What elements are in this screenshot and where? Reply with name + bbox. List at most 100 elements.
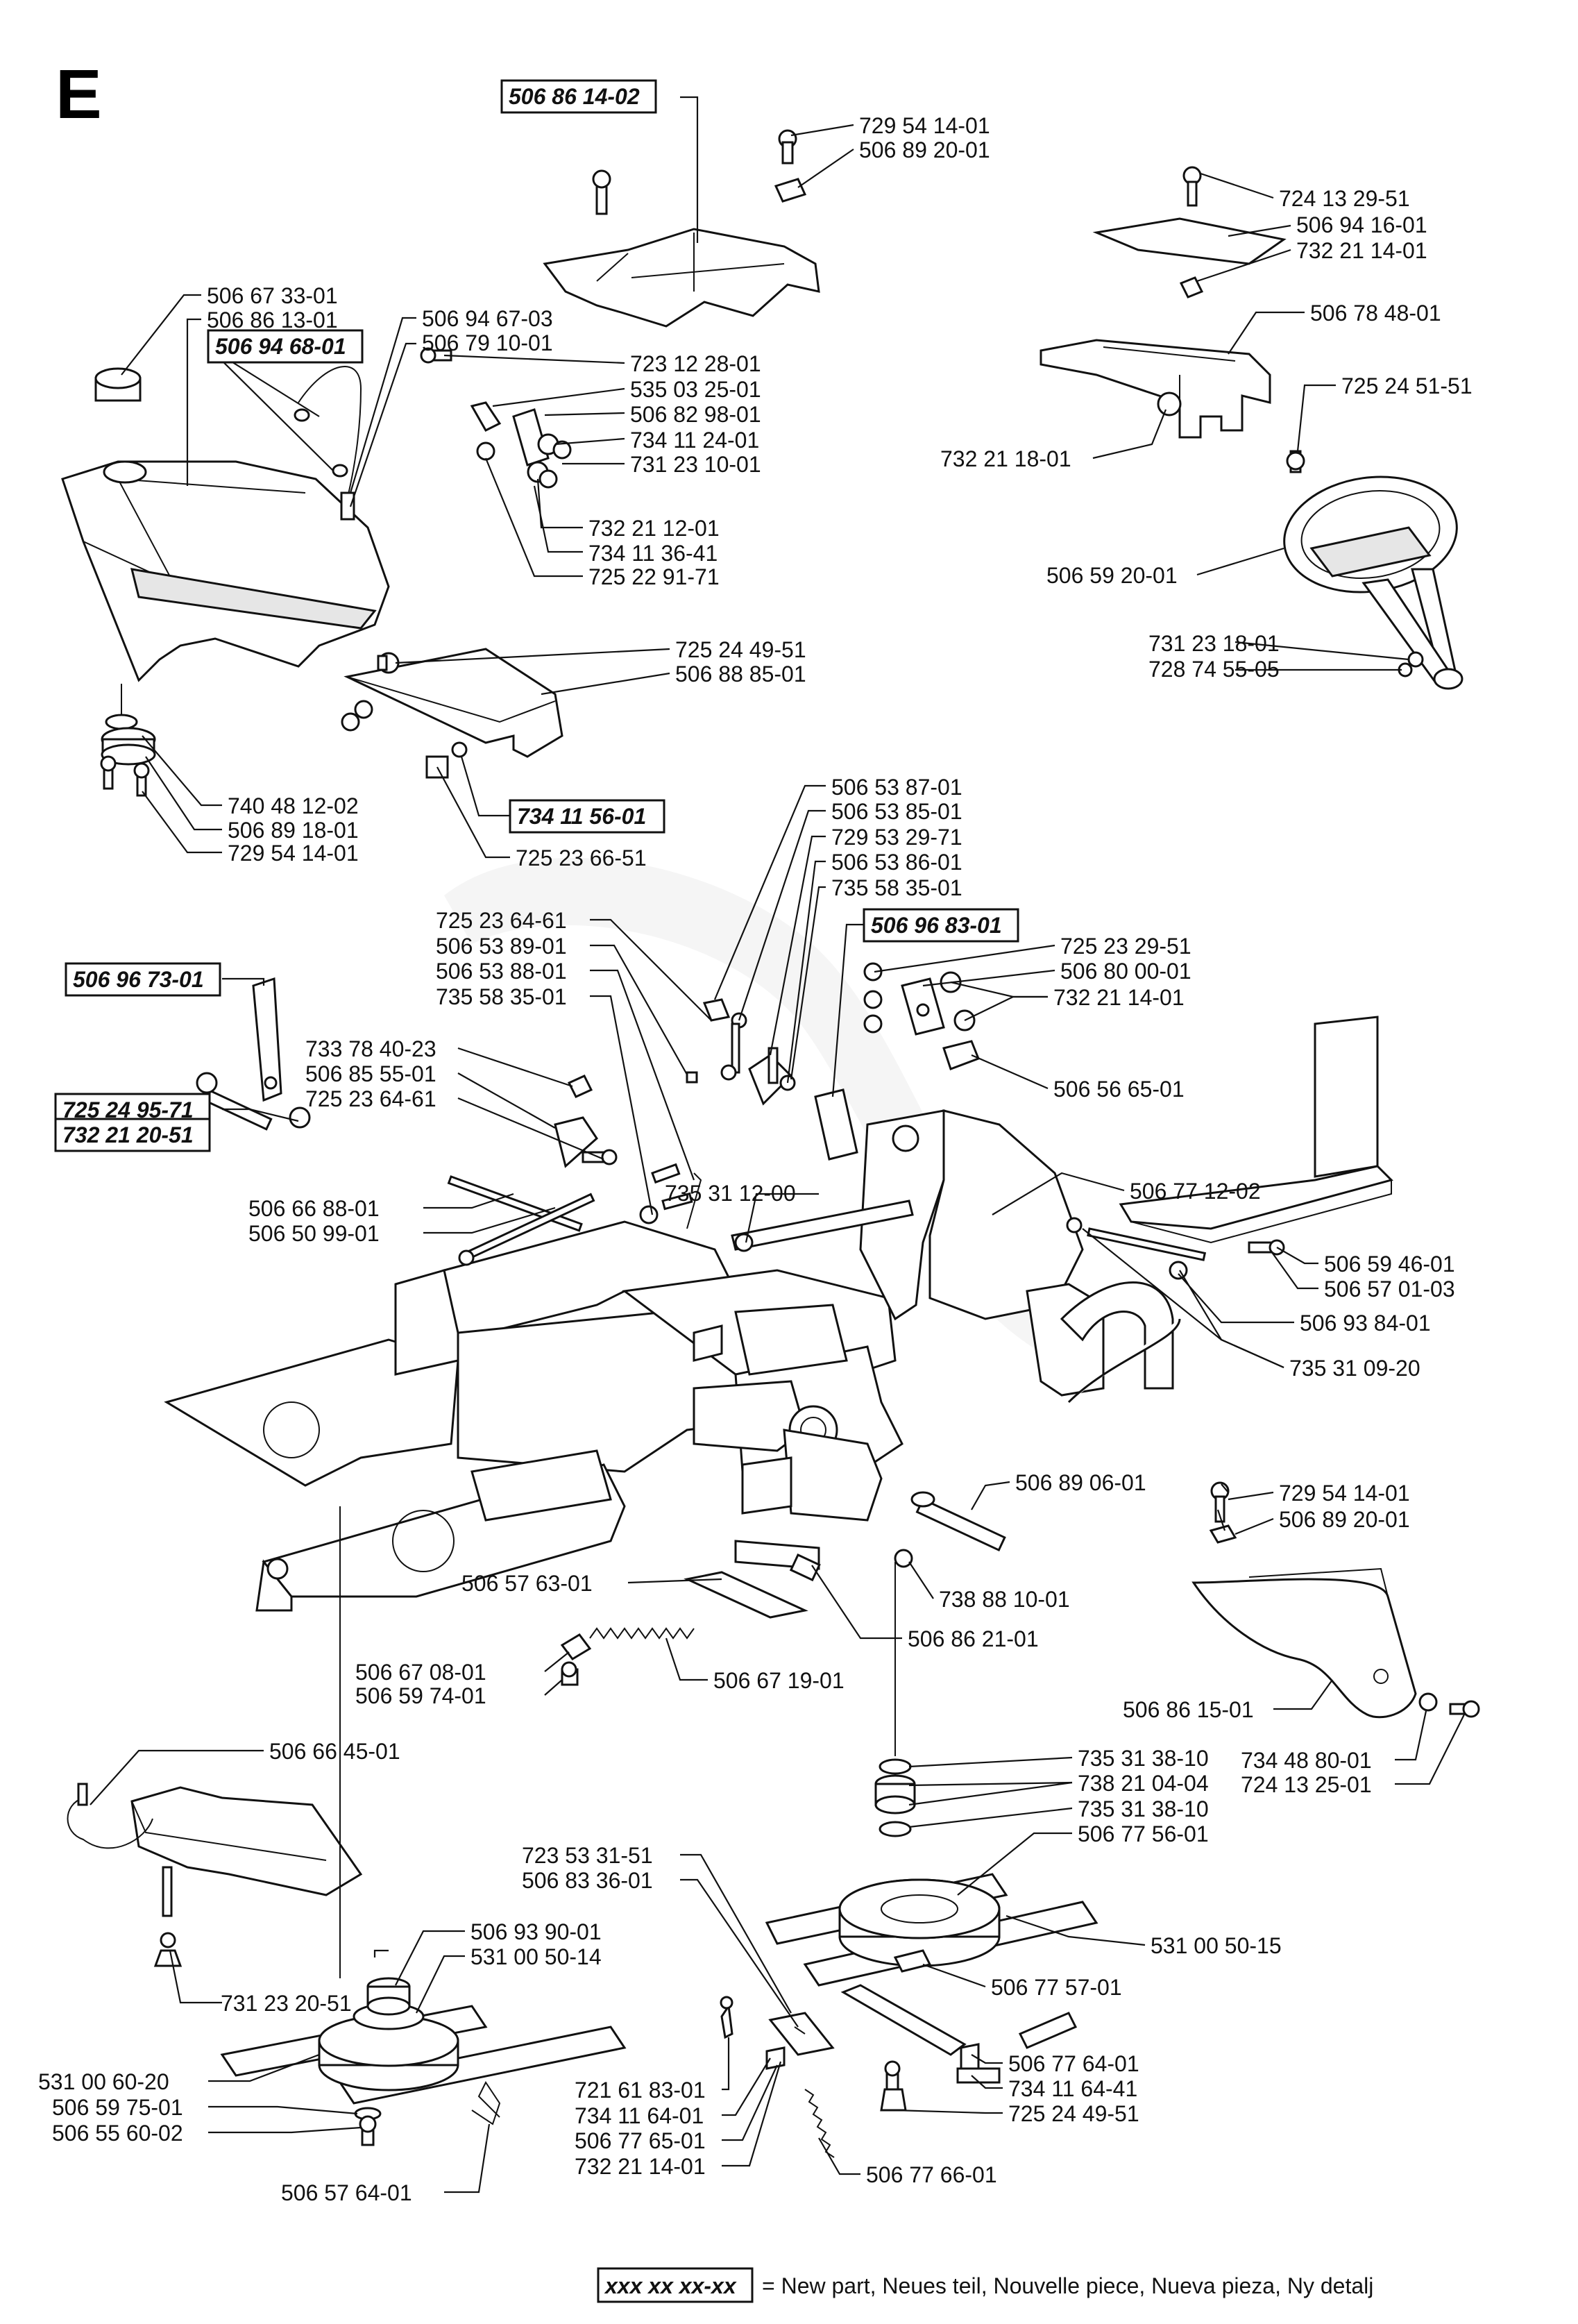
part-number-text: 506 86 15-01 bbox=[1123, 1697, 1254, 1722]
part-number-label: 506 57 01-03 bbox=[1324, 1277, 1455, 1302]
part-number-text: 506 89 06-01 bbox=[1015, 1470, 1146, 1495]
part-number-text: 506 57 63-01 bbox=[461, 1571, 593, 1596]
part-number-text: 531 00 50-14 bbox=[470, 1944, 602, 1969]
part-number-text: 506 55 60-02 bbox=[52, 2121, 183, 2146]
part-number-text: 506 86 14-02 bbox=[509, 84, 640, 109]
part-number-label: 728 74 55-05 bbox=[1148, 657, 1280, 682]
part-number-label: 506 59 20-01 bbox=[1046, 563, 1178, 588]
part-number-text: 729 54 14-01 bbox=[859, 113, 990, 138]
part-number-text: 732 21 18-01 bbox=[940, 446, 1071, 471]
new-part-box bbox=[207, 329, 364, 364]
frame-tube-drawing bbox=[458, 1193, 1207, 1280]
part-number-text: 725 23 64-61 bbox=[305, 1086, 436, 1111]
part-number-label: 725 23 66-51 bbox=[516, 845, 647, 870]
part-number-text: 728 74 55-05 bbox=[1148, 657, 1280, 682]
part-number-text: 721 61 83-01 bbox=[575, 2078, 706, 2103]
part-number-text: 506 59 20-01 bbox=[1046, 563, 1178, 588]
part-number-text: 506 94 16-01 bbox=[1296, 212, 1427, 237]
spring-clip-drawing bbox=[471, 2081, 501, 2125]
new-part-box bbox=[509, 799, 665, 834]
part-number-text: 506 86 13-01 bbox=[207, 308, 338, 332]
part-number-label: 506 57 63-01 bbox=[461, 1571, 593, 1596]
part-number-text: 506 57 64-01 bbox=[281, 2180, 412, 2205]
part-number-label: 725 23 64-61 bbox=[436, 908, 567, 933]
legend: xxx xx xx-xx = New part, Neues teil, Nou… bbox=[597, 2267, 1373, 2303]
part-number-text: 506 50 99-01 bbox=[248, 1221, 380, 1246]
part-number-text: 725 24 51-51 bbox=[1341, 373, 1473, 398]
section-letter: E bbox=[56, 56, 102, 133]
part-number-label: 725 23 29-51 bbox=[1060, 934, 1191, 959]
part-number-text: 729 54 14-01 bbox=[1279, 1481, 1410, 1506]
part-number-text: 738 88 10-01 bbox=[939, 1587, 1070, 1612]
part-number-label: 506 78 48-01 bbox=[1310, 301, 1441, 326]
part-number-label: 506 79 10-01 bbox=[422, 330, 553, 355]
new-part-box bbox=[500, 79, 657, 114]
part-number-label: 729 54 14-01 bbox=[228, 841, 359, 866]
new-part-box bbox=[863, 908, 1019, 943]
part-number-text: 506 96 83-01 bbox=[871, 913, 1002, 938]
part-number-text: 506 67 33-01 bbox=[207, 283, 338, 308]
seat-bracket-drawing bbox=[1040, 166, 1305, 473]
part-number-text: 723 53 31-51 bbox=[522, 1843, 653, 1868]
part-number-label: 729 54 14-01 bbox=[859, 113, 990, 138]
part-number-text: 506 79 10-01 bbox=[422, 330, 553, 355]
part-number-text: 506 53 89-01 bbox=[436, 934, 567, 959]
part-number-text: 506 77 66-01 bbox=[866, 2162, 997, 2187]
part-number-label: 738 88 10-01 bbox=[939, 1587, 1070, 1612]
part-number-label: 738 21 04-04 bbox=[1078, 1771, 1209, 1796]
steering-wheel-drawing bbox=[1283, 475, 1464, 690]
part-number-text: 725 24 49-51 bbox=[675, 637, 806, 662]
part-number-label: 735 31 38-10 bbox=[1078, 1796, 1209, 1821]
part-number-text: 733 78 40-23 bbox=[305, 1036, 436, 1061]
part-number-label: 723 53 31-51 bbox=[522, 1843, 653, 1868]
part-number-text: 506 93 90-01 bbox=[470, 1919, 602, 1944]
part-number-label: 506 77 64-01 bbox=[1008, 2051, 1139, 2076]
part-number-label: 725 24 49-51 bbox=[1008, 2101, 1139, 2126]
part-number-label: 531 00 60-20 bbox=[38, 2069, 169, 2094]
part-number-text: 506 53 87-01 bbox=[831, 775, 962, 800]
part-number-label: 506 67 33-01 bbox=[207, 283, 338, 308]
part-number-text: 738 21 04-04 bbox=[1078, 1771, 1209, 1796]
part-number-label: 506 53 88-01 bbox=[436, 959, 567, 984]
part-number-text: 734 11 64-41 bbox=[1008, 2076, 1137, 2101]
part-number-text: 506 82 98-01 bbox=[630, 402, 761, 427]
part-number-label: 506 89 18-01 bbox=[228, 818, 359, 843]
part-number-label: 506 53 87-01 bbox=[831, 775, 962, 800]
footrest-plate-drawing bbox=[1119, 1016, 1393, 1256]
part-number-label-new: 732 21 20-51 bbox=[54, 1118, 211, 1152]
part-number-label: 506 56 65-01 bbox=[1053, 1077, 1185, 1102]
part-number-text: 506 53 86-01 bbox=[831, 850, 962, 875]
part-number-label: 506 89 20-01 bbox=[1279, 1507, 1410, 1532]
part-number-text: 734 11 36-41 bbox=[588, 541, 718, 566]
part-number-label: 734 11 36-41 bbox=[588, 541, 718, 566]
part-number-label: 506 80 00-01 bbox=[1060, 959, 1191, 984]
part-number-label: 506 57 64-01 bbox=[281, 2180, 412, 2205]
part-number-label: 506 77 56-01 bbox=[1078, 1821, 1209, 1846]
part-number-label: 723 12 28-01 bbox=[630, 351, 761, 376]
part-number-text: 731 23 20-51 bbox=[221, 1991, 352, 2016]
part-number-label: 732 21 14-01 bbox=[1296, 238, 1427, 263]
part-number-text: 506 53 85-01 bbox=[831, 799, 962, 824]
part-number-text: 506 80 00-01 bbox=[1060, 959, 1191, 984]
part-number-label: 506 86 15-01 bbox=[1123, 1697, 1254, 1722]
part-number-label: 506 89 20-01 bbox=[859, 137, 990, 162]
part-number-text: 531 00 60-20 bbox=[38, 2069, 169, 2094]
part-number-label: 735 58 35-01 bbox=[436, 984, 567, 1009]
part-number-text: 735 31 12-00 bbox=[665, 1181, 796, 1206]
part-number-text: 506 93 84-01 bbox=[1300, 1311, 1431, 1336]
part-number-text: 506 57 01-03 bbox=[1324, 1277, 1455, 1302]
part-number-text: 506 89 18-01 bbox=[228, 818, 359, 843]
deck-arm-drawing bbox=[67, 1783, 363, 1967]
part-number-text: 506 59 46-01 bbox=[1324, 1252, 1455, 1277]
legend-box-sample: xxx xx xx-xx bbox=[604, 2273, 737, 2298]
part-number-text: 506 77 56-01 bbox=[1078, 1821, 1209, 1846]
part-number-label: 506 93 90-01 bbox=[470, 1919, 602, 1944]
part-number-text: 740 48 12-02 bbox=[228, 793, 359, 818]
part-number-text: 506 66 45-01 bbox=[269, 1739, 400, 1764]
part-number-text: 734 11 56-01 bbox=[517, 804, 646, 829]
legend-box bbox=[597, 2267, 754, 2303]
part-number-label: 506 82 98-01 bbox=[630, 402, 761, 427]
part-number-label: 721 61 83-01 bbox=[575, 2078, 706, 2103]
